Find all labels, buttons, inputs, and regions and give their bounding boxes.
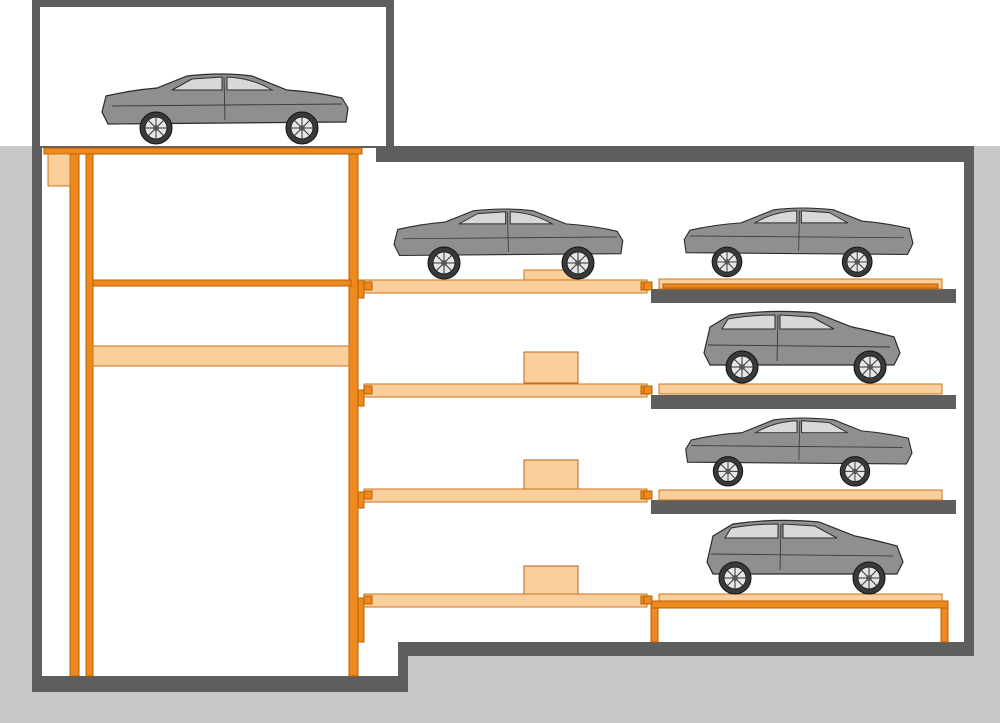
pallet-level-3-center [363, 488, 648, 503]
pallet-level-2-center [363, 383, 648, 398]
pallet-level-4-center [363, 593, 648, 608]
slab-level-3 [651, 500, 956, 514]
pallet-box-level-2 [523, 351, 579, 384]
pallets [363, 269, 949, 643]
pallet-level-2-right [658, 383, 943, 395]
floor-slabs [651, 289, 956, 514]
lift-frame [43, 147, 365, 677]
pallet-level-3-right [658, 489, 943, 501]
pallet-level-1-center [363, 279, 648, 294]
pallet-level-4-right [658, 593, 943, 602]
pallet-box-level-4 [523, 565, 579, 595]
pallet-box-level-3 [523, 459, 579, 490]
slab-level-1 [651, 289, 956, 303]
slab-level-2 [651, 395, 956, 409]
